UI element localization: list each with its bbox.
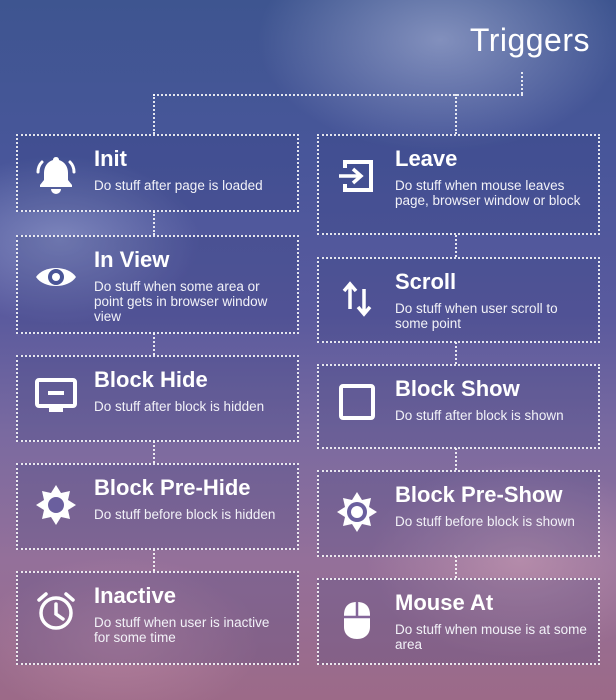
trigger-title: Block Pre-Show — [395, 482, 563, 507]
alarm-clock-icon — [34, 589, 78, 633]
trigger-title: Block Hide — [94, 367, 208, 392]
trigger-description: Do stuff when user is inactive for some … — [94, 615, 270, 645]
connector-left-3 — [153, 441, 155, 463]
trigger-card-block-pre-show: Block Pre-Show Do stuff before block is … — [317, 470, 600, 557]
trigger-card-mouse-at: Mouse At Do stuff when mouse is at some … — [317, 578, 600, 665]
trigger-description: Do stuff after block is hidden — [94, 399, 265, 414]
trigger-title: In View — [94, 247, 170, 272]
connector-left-2 — [153, 333, 155, 355]
connector-horizontal — [153, 94, 523, 96]
trigger-description: Do stuff when mouse leaves page, browser… — [395, 178, 581, 208]
trigger-title: Init — [94, 146, 127, 171]
connector-right-drop — [455, 94, 457, 134]
trigger-title: Leave — [395, 146, 458, 171]
connector-left-1 — [153, 211, 155, 235]
trigger-card-inactive: Inactive Do stuff when user is inactive … — [16, 571, 299, 665]
connector-left-4 — [153, 549, 155, 571]
sun-gear-ring-icon — [335, 490, 379, 534]
bell-icon — [34, 152, 78, 196]
connector-right-1 — [455, 235, 457, 257]
trigger-description: Do stuff when mouse is at some area — [395, 622, 587, 652]
sun-gear-icon — [34, 483, 78, 527]
trigger-description: Do stuff when user scroll to some point — [395, 301, 558, 331]
trigger-title: Block Pre-Hide — [94, 475, 251, 500]
connector-right-3 — [455, 448, 457, 470]
trigger-title: Block Show — [395, 376, 520, 401]
connector-left-drop — [153, 94, 155, 134]
up-down-arrows-icon — [335, 277, 379, 321]
connector-right-4 — [455, 556, 457, 578]
connector-title-down — [521, 72, 523, 94]
trigger-card-block-pre-hide: Block Pre-Hide Do stuff before block is … — [16, 463, 299, 550]
monitor-minus-icon — [34, 373, 78, 417]
trigger-description: Do stuff before block is hidden — [94, 507, 276, 522]
trigger-description: Do stuff before block is shown — [395, 514, 575, 529]
trigger-card-init: Init Do stuff after page is loaded — [16, 134, 299, 212]
trigger-description: Do stuff when some area or point gets in… — [94, 279, 268, 324]
trigger-card-leave: Leave Do stuff when mouse leaves page, b… — [317, 134, 600, 235]
eye-icon — [34, 255, 78, 299]
trigger-card-block-show: Block Show Do stuff after block is shown — [317, 364, 600, 449]
trigger-description: Do stuff after page is loaded — [94, 178, 263, 193]
exit-icon — [335, 154, 379, 198]
mouse-icon — [335, 598, 379, 642]
trigger-description: Do stuff after block is shown — [395, 408, 564, 423]
square-outline-icon — [335, 380, 379, 424]
trigger-card-in-view: In View Do stuff when some area or point… — [16, 235, 299, 334]
trigger-card-scroll: Scroll Do stuff when user scroll to some… — [317, 257, 600, 343]
page-title: Triggers — [469, 22, 590, 58]
trigger-card-block-hide: Block Hide Do stuff after block is hidde… — [16, 355, 299, 442]
trigger-title: Scroll — [395, 269, 457, 294]
connector-right-2 — [455, 342, 457, 364]
trigger-title: Inactive — [94, 583, 176, 608]
trigger-title: Mouse At — [395, 590, 494, 615]
